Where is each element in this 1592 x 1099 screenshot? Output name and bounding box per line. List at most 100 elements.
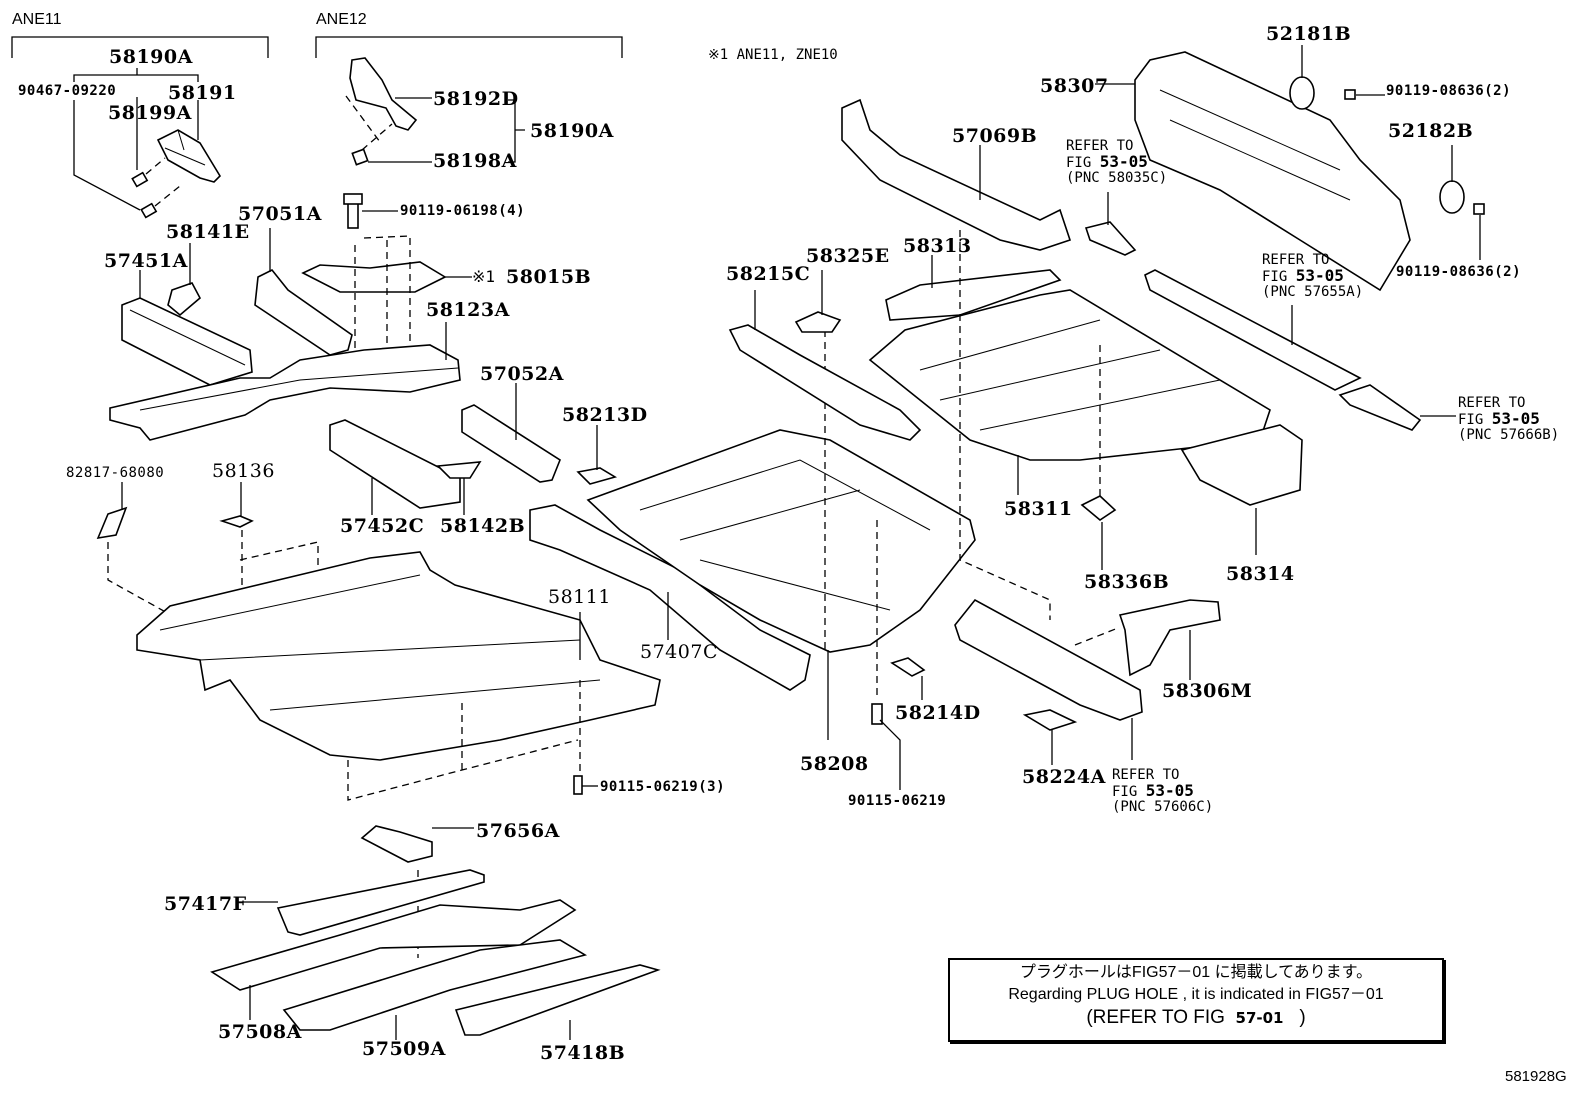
callout-52181B[interactable]: 52181B — [1266, 23, 1352, 45]
refer-fig-number: 53-05 — [1099, 152, 1148, 171]
callout-57407C[interactable]: 57407C — [640, 641, 718, 663]
callout-58015B[interactable]: 58015B — [506, 266, 592, 288]
group-label-ane11: ANE11 — [12, 11, 62, 28]
callout-57452C[interactable]: 57452C — [340, 515, 425, 537]
callout-57052A[interactable]: 57052A — [480, 363, 564, 385]
callout-58224A[interactable]: 58224A — [1022, 766, 1106, 788]
callout-58198A[interactable]: 58198A — [433, 150, 517, 172]
part-58336B — [1080, 495, 1117, 521]
callout-58208[interactable]: 58208 — [800, 753, 869, 775]
part-58192D — [349, 57, 418, 131]
part-58208 — [586, 429, 976, 653]
part-58141E — [167, 282, 202, 317]
note-ref-suffix: ) — [1299, 1007, 1306, 1028]
part-57069B — [841, 98, 1072, 251]
refer-block-57606C[interactable]: REFER TO FIG 53-05 (PNC 57606C) — [1112, 768, 1213, 815]
callout-58215C[interactable]: 58215C — [726, 263, 811, 285]
part-58111 — [136, 551, 661, 761]
callout-58111[interactable]: 58111 — [548, 586, 611, 608]
part-57508A — [210, 899, 577, 991]
callout-90115-06219-3[interactable]: 90115-06219(3) — [600, 779, 726, 795]
callout-58190A-ane11[interactable]: 58190A — [109, 46, 193, 68]
part-57052A — [461, 404, 561, 483]
clip-58198A — [351, 148, 369, 166]
part-57417F — [276, 869, 485, 936]
part-57407C — [529, 504, 811, 691]
callout-58136[interactable]: 58136 — [212, 460, 275, 482]
refer-fig-prefix: FIG — [1262, 269, 1296, 285]
part-58313 — [885, 269, 1062, 321]
refer-pnc: (PNC 57606C) — [1112, 799, 1214, 815]
callout-58214D[interactable]: 58214D — [895, 702, 981, 724]
bolt-90119-06198 — [343, 193, 363, 229]
callout-57451A[interactable]: 57451A — [104, 250, 188, 272]
callout-90467-09220[interactable]: 90467-09220 — [18, 83, 117, 99]
part-52182B — [1439, 180, 1465, 214]
callout-90119-08636-a[interactable]: 90119-08636(2) — [1386, 83, 1512, 99]
refer-line: REFER TO — [1458, 395, 1526, 411]
note-refer[interactable]: (REFER TO FIG 57-01 ) — [950, 1006, 1442, 1030]
callout-90115-06219[interactable]: 90115-06219 — [848, 793, 947, 809]
callout-58336B[interactable]: 58336B — [1084, 571, 1170, 593]
bolt-90467-09220 — [140, 202, 158, 219]
callout-90119-06198[interactable]: 90119-06198(4) — [400, 203, 526, 219]
callout-57656A[interactable]: 57656A — [476, 820, 560, 842]
callout-58191[interactable]: 58191 — [168, 82, 237, 104]
part-57418B — [454, 964, 661, 1036]
refer-fig-prefix: FIG — [1066, 155, 1100, 171]
part-58035C-ref — [1084, 221, 1137, 256]
part-57451A — [121, 297, 253, 386]
callout-58213D[interactable]: 58213D — [562, 404, 648, 426]
callout-58325E[interactable]: 58325E — [806, 245, 890, 267]
refer-block-57666B[interactable]: REFER TO FIG 53-05 (PNC 57666B) — [1458, 396, 1559, 443]
bolt-58199A — [131, 171, 149, 188]
callout-82817-68080[interactable]: 82817-68080 — [66, 465, 165, 481]
callout-58313[interactable]: 58313 — [903, 235, 972, 257]
callout-57417F[interactable]: 57417F — [164, 893, 247, 915]
footnote-mark-1: ※1 — [472, 267, 496, 286]
refer-block-58035C[interactable]: REFER TO FIG 53-05 (PNC 58035C) — [1066, 139, 1167, 186]
callout-58199A[interactable]: 58199A — [108, 102, 192, 124]
refer-pnc: (PNC 57666B) — [1458, 427, 1560, 443]
callout-57051A[interactable]: 57051A — [238, 203, 322, 225]
group-label-ane12: ANE12 — [316, 11, 367, 28]
bolt-90115-06219 — [871, 703, 883, 725]
part-58307 — [1134, 51, 1411, 292]
callout-58190A-ane12[interactable]: 58190A — [530, 120, 614, 142]
group-bracket-ane12 — [315, 36, 623, 58]
callout-90119-08636-b[interactable]: 90119-08636(2) — [1396, 264, 1522, 280]
callout-58314[interactable]: 58314 — [1226, 563, 1295, 585]
plug-hole-note: プラグホールはFIG57－01 に掲載してあります。 Regarding PLU… — [948, 958, 1444, 1042]
part-58224A — [1022, 709, 1078, 731]
figure-id: 581928G — [1505, 1068, 1567, 1085]
callout-57509A[interactable]: 57509A — [362, 1038, 446, 1060]
part-58325E — [794, 311, 842, 333]
callout-58311[interactable]: 58311 — [1004, 498, 1073, 520]
refer-fig-number: 53-05 — [1295, 266, 1344, 285]
callout-58307[interactable]: 58307 — [1040, 75, 1109, 97]
note-english: Regarding PLUG HOLE , it is indicated in… — [1008, 986, 1384, 1003]
group-bracket-ane11 — [11, 36, 269, 58]
callout-57508A[interactable]: 57508A — [218, 1021, 302, 1043]
refer-block-57655A[interactable]: REFER TO FIG 53-05 (PNC 57655A) — [1262, 253, 1363, 300]
callout-57418B[interactable]: 57418B — [540, 1042, 626, 1064]
refer-fig-number: 53-05 — [1145, 781, 1194, 800]
part-58015B — [301, 261, 447, 293]
callout-58141E[interactable]: 58141E — [166, 221, 250, 243]
part-58306M — [1118, 599, 1221, 677]
refer-fig-prefix: FIG — [1112, 784, 1146, 800]
refer-pnc: (PNC 57655A) — [1262, 284, 1364, 300]
callout-58192D[interactable]: 58192D — [433, 88, 519, 110]
part-57666B-ref — [1338, 384, 1422, 431]
callout-58142B[interactable]: 58142B — [440, 515, 526, 537]
callout-57069B[interactable]: 57069B — [952, 125, 1038, 147]
part-58314 — [1180, 424, 1303, 506]
note-japanese: プラグホールはFIG57－01 に掲載してあります。 — [1019, 964, 1373, 981]
refer-fig-number: 53-05 — [1491, 409, 1540, 428]
callout-58123A[interactable]: 58123A — [426, 299, 510, 321]
callout-58306M[interactable]: 58306M — [1162, 680, 1253, 702]
bolt-90115-06219-3 — [573, 775, 583, 795]
bolt-90119-08636-a — [1344, 89, 1356, 100]
callout-52182B[interactable]: 52182B — [1388, 120, 1474, 142]
